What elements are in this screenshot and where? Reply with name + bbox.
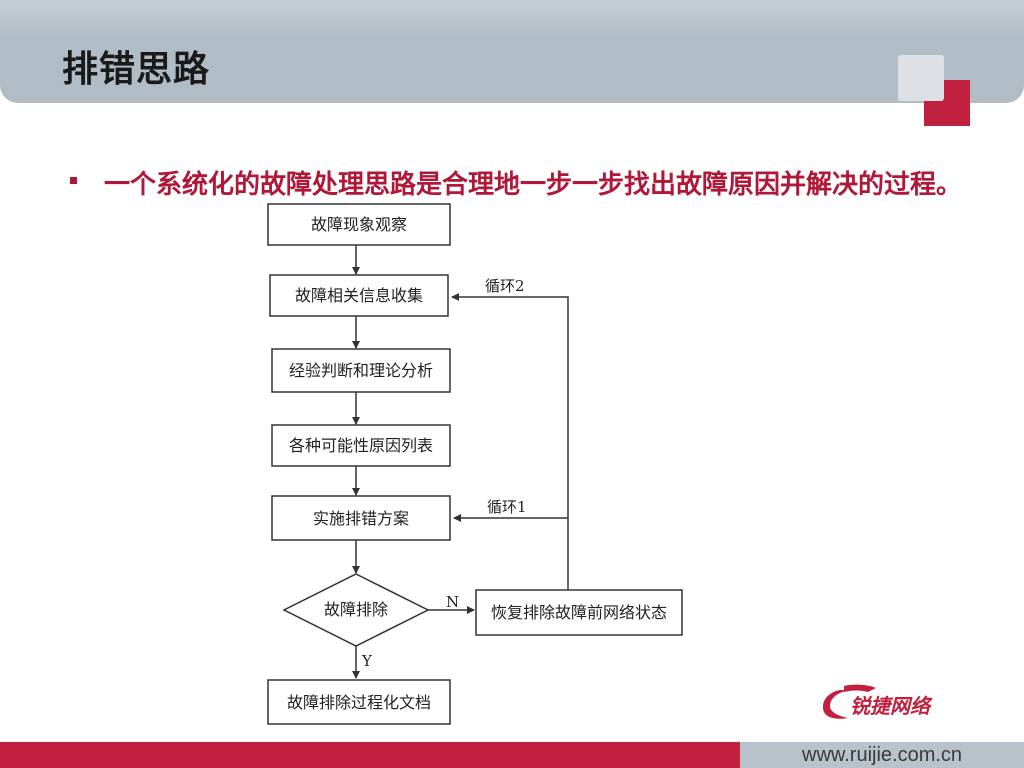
step-observe-box bbox=[267, 203, 451, 246]
step-document-box bbox=[267, 679, 451, 725]
step-document-label: 故障排除过程化文档 bbox=[287, 693, 431, 712]
step-analyze-label: 经验判断和理论分析 bbox=[289, 361, 433, 380]
footer-red-bar bbox=[0, 742, 740, 768]
ruijie-logo: 锐捷网络 bbox=[822, 684, 933, 719]
step-restore-label: 恢复排除故障前网络状态 bbox=[491, 603, 667, 622]
bullet-marker bbox=[70, 177, 77, 184]
loop2-label: 循环2 bbox=[485, 277, 525, 295]
step-collect-label: 故障相关信息收集 bbox=[295, 286, 423, 305]
decision-diamond bbox=[282, 573, 430, 647]
title-bar bbox=[0, 0, 1024, 103]
decorative-gray-square bbox=[898, 55, 944, 101]
loop2-line bbox=[451, 293, 569, 590]
branch-yes-label: Y bbox=[361, 652, 373, 670]
step-implement-label: 实施排错方案 bbox=[313, 509, 409, 528]
title-bar-highlight bbox=[0, 0, 1024, 40]
footer-gray-bar bbox=[740, 742, 1024, 768]
step-list-label: 各种可能性原因列表 bbox=[289, 436, 433, 455]
decision-label: 故障排除 bbox=[324, 600, 388, 619]
step-analyze-box bbox=[271, 348, 451, 393]
step-collect-box bbox=[269, 274, 449, 317]
step-observe-label: 故障现象观察 bbox=[311, 215, 407, 234]
bullet-text: 一个系统化的故障处理思路是合理地一步一步找出故障原因并解决的过程。 bbox=[104, 170, 963, 200]
step-implement-box bbox=[271, 495, 451, 541]
logo-text: 锐捷网络 bbox=[850, 694, 933, 718]
branch-no-label: N bbox=[446, 593, 459, 611]
step-list-box bbox=[271, 424, 451, 467]
loop1-label: 循环1 bbox=[487, 498, 527, 516]
slide-title: 排错思路 bbox=[62, 49, 211, 90]
footer-url: www.ruijie.com.cn bbox=[802, 744, 963, 766]
step-restore-box bbox=[475, 589, 683, 636]
